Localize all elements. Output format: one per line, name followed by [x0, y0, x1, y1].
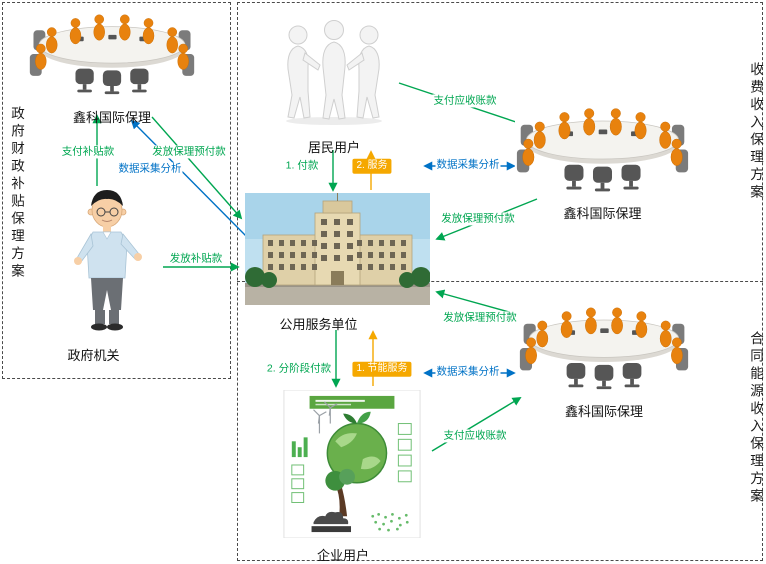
flow-label-advance-left: 发放保理预付款: [151, 145, 227, 159]
public-service-building-illustration: [245, 193, 430, 305]
flow-label-payment: 1. 付款: [284, 159, 320, 173]
node-residents: 居民用户: [272, 12, 396, 156]
node-label-residents: 居民用户: [307, 140, 360, 155]
flow-label-advance-top: 发放保理预付款: [440, 212, 516, 226]
region-label-energy-contract-income: 合同能源收入保理方案: [748, 331, 763, 506]
region-label-fee-income: 收费收入保理方案: [748, 62, 763, 202]
resident-figures-illustration: [272, 12, 396, 130]
government-official-illustration: [55, 186, 160, 338]
flow-label-phased-payment: 2. 分阶段付款: [265, 362, 333, 376]
node-government: 政府机关: [55, 186, 160, 364]
node-enterprise: 企业用户: [283, 390, 421, 564]
flow-label-energy-service: 1. 节能服务: [352, 361, 412, 377]
conference-table-illustration: [518, 302, 690, 394]
conference-table-illustration: [28, 8, 196, 100]
green-energy-poster-illustration: [283, 390, 421, 538]
node-factor-top: 鑫科国际保理: [515, 103, 690, 222]
flow-label-data-bottom: 数据采集分析: [435, 365, 501, 379]
flow-label-data-top: 数据采集分析: [435, 158, 501, 172]
flow-label-service: 2. 服务: [352, 158, 392, 174]
node-label-factor-top: 鑫科国际保理: [563, 206, 642, 221]
flow-label-data-left: 数据采集分析: [117, 162, 183, 176]
region-divider: [237, 281, 763, 282]
node-label-government: 政府机关: [67, 348, 120, 363]
node-public-service: 公用服务单位: [245, 193, 430, 333]
conference-table-illustration: [515, 103, 690, 196]
flow-label-grant-subsidy: 发放补贴款: [168, 252, 224, 266]
region-label-government-subsidy: 政府财政补贴保理方案: [9, 106, 24, 281]
node-label-public-service: 公用服务单位: [279, 317, 358, 332]
flow-label-pay-receivables-top: 支付应收账款: [432, 94, 498, 108]
node-factor-left: 鑫科国际保理: [28, 8, 196, 126]
flow-label-advance-bottom: 发放保理预付款: [442, 311, 518, 325]
flow-label-pay-receivables-bottom: 支付应收账款: [442, 429, 508, 443]
node-label-factor-bottom: 鑫科国际保理: [564, 404, 643, 419]
node-label-enterprise: 企业用户: [316, 548, 369, 563]
node-factor-bottom: 鑫科国际保理: [518, 302, 690, 420]
flow-label-pay-subsidy: 支付补贴款: [60, 145, 116, 159]
node-label-factor-left: 鑫科国际保理: [72, 110, 151, 125]
